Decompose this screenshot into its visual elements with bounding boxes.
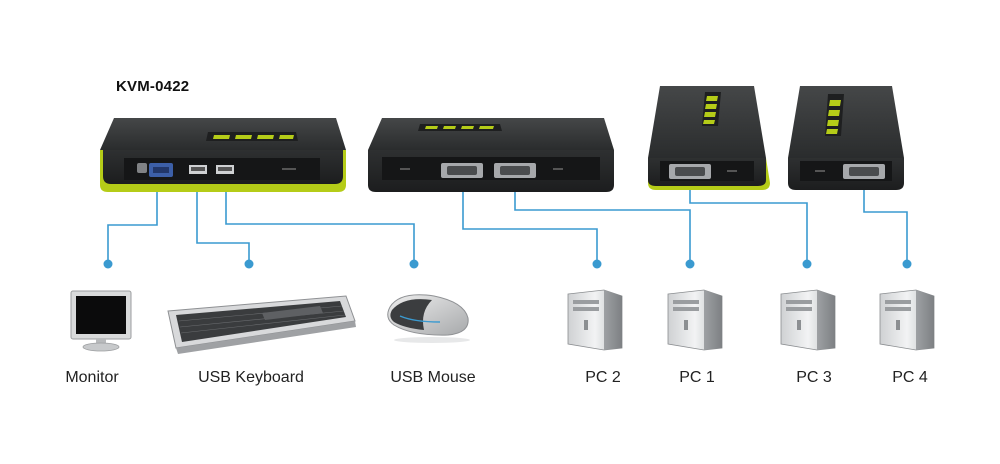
line-pc2 — [462, 180, 598, 264]
line-pc3 — [689, 183, 808, 264]
kvm-unit-pc3 — [648, 86, 770, 190]
monitor-label: Monitor — [65, 369, 119, 386]
keyboard-icon — [167, 295, 356, 354]
line-keyboard — [196, 180, 250, 264]
pc3-label: PC 3 — [796, 369, 832, 386]
keyboard-label: USB Keyboard — [198, 369, 304, 386]
kvm-unit-pc4 — [788, 86, 904, 190]
line-pc4 — [863, 183, 908, 264]
pc4-tower-icon — [879, 289, 935, 351]
connector-dots — [103, 259, 912, 269]
product-title: KVM-0422 — [116, 78, 190, 95]
pc1-label: PC 1 — [679, 369, 715, 386]
pc3-tower-icon — [780, 289, 836, 351]
line-pc1 — [514, 180, 691, 264]
pc2-label: PC 2 — [585, 369, 621, 386]
mouse-icon — [387, 294, 470, 343]
connector-lines — [107, 180, 908, 264]
monitor-icon — [70, 290, 132, 352]
pc2-tower-icon — [567, 289, 623, 351]
kvm-unit-console-side — [100, 118, 346, 192]
mouse-label: USB Mouse — [390, 369, 476, 386]
pc1-tower-icon — [667, 289, 723, 351]
pc4-label: PC 4 — [892, 369, 928, 386]
line-mouse — [225, 180, 415, 264]
kvm-unit-pc1-pc2 — [368, 118, 614, 192]
line-monitor — [107, 180, 158, 264]
